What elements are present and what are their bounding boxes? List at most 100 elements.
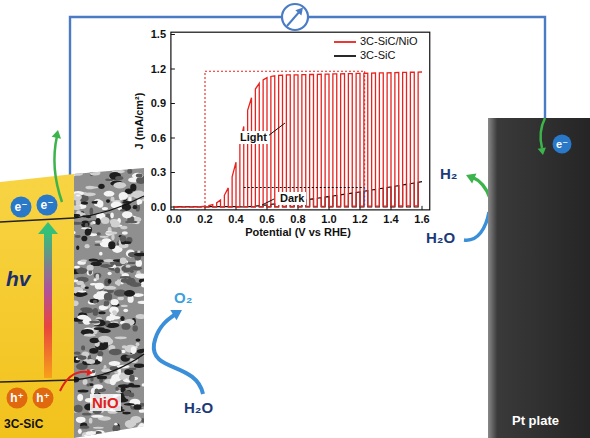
legend-text: 3C-SiC/NiO [360,36,417,47]
pt-plate: Pt plate e⁻ [488,118,590,438]
text-anchor: Pt plate [512,414,559,427]
charge-circle [11,197,32,218]
electron-symbol: e⁻ [40,199,53,211]
text-anchor: 0.0 [166,214,181,225]
axis-tick [171,69,175,70]
plot-frame [171,32,430,210]
text-anchor: e⁻ [10,196,32,218]
reactant-label: H₂O [426,230,455,245]
tick-label: 1.2 [352,214,367,225]
text-anchor: hv [6,268,31,289]
electron-symbol: e⁻ [556,139,568,150]
photoanode-block: 3C-SiC e⁻ e⁻ h⁺h⁺ NiO [0,168,144,438]
legend-sample [334,37,356,47]
arrow-head [170,305,185,320]
product-label: O₂ [174,290,192,305]
electron-flow-arrow [54,136,62,202]
ammeter-symbol [282,4,308,30]
wire-connector [70,17,545,175]
guide-line [244,187,365,188]
guide-line [364,187,365,207]
legend-line [334,55,356,57]
tick-label: 0.9 [151,98,166,109]
axis-tick [422,206,423,210]
axis-tick [171,138,175,139]
tick-label: 1.2 [151,64,166,75]
electron-symbol: e⁻ [14,201,27,213]
valence-band [0,380,74,382]
text-anchor: 0.8 [290,214,305,225]
semiconductor-face [0,174,74,438]
charge-circle [37,195,58,216]
condition-label: Dark [278,192,306,205]
text-anchor: J (mA/cm²) [134,93,145,150]
ammeter-circle [282,4,308,30]
hydrogen-evolution-arrows [464,170,490,240]
material-label: 3C-SiC [4,418,43,430]
text-anchor: 1.2 [151,64,166,75]
text-anchor: 1.2 [352,214,367,225]
product-label: H₂ [440,166,458,181]
arrow-head [52,129,63,139]
legend-line [334,41,356,43]
axis-tick [171,34,175,35]
jv-curve [174,72,422,207]
legend-item: 3C-SiC [334,50,395,61]
tick-label: 1.0 [321,214,336,225]
tick-label: 0.8 [290,214,305,225]
electrode-plate [488,118,590,438]
text-anchor: e⁻ [36,194,58,216]
material-label: NiO [90,394,121,411]
pt-plate-shape [488,118,590,438]
valence-band [74,354,144,380]
photon-energy-label: hv [6,268,31,289]
text-anchor: 0.6 [151,133,166,144]
tick-label: 1.4 [383,214,398,225]
text-anchor: O₂ [174,290,192,305]
reaction-arrow [464,212,489,240]
text-anchor: h⁺ [6,387,28,409]
text-anchor: NiO [90,394,121,411]
text-anchor: 1.5 [151,29,166,40]
text-anchor: Potential (V vs RHE) [245,227,351,238]
text-anchor: 0.2 [197,214,212,225]
hole-transfer-arrow [60,372,87,391]
text-anchor: Dark [278,192,306,205]
oxygen-evolution-arrow [154,305,203,394]
tick-label: 1.6 [414,214,429,225]
charge-circle [553,135,572,154]
tick-label: 0.6 [259,214,274,225]
tick-label: 0.3 [151,167,166,178]
guide-line [205,71,365,72]
leader-line [268,123,285,136]
electron-circle: e⁻ [36,194,58,216]
legend-text: 3C-SiC [360,50,395,61]
text-anchor: e⁻ [552,134,572,154]
electron-circle: e⁻ [552,134,572,154]
axis-tick [171,103,175,104]
arrow-head [464,170,477,184]
ammeter-needle [287,11,300,26]
text-anchor: Light [238,131,269,144]
arrow-head [87,369,94,377]
hole-circle: h⁺ [6,387,28,409]
text-anchor: H₂O [184,400,213,415]
text-anchor: 1.6 [414,214,429,225]
text-anchor: 3C-SiC [4,418,43,430]
tick-label: 0.0 [166,214,181,225]
arrow-head [538,147,547,155]
charge-circle [7,388,28,409]
text-anchor: h⁺ [32,387,54,409]
reactant-label: H₂O [184,400,213,415]
text-anchor: 1.0 [321,214,336,225]
electron-flow-arrow [541,118,545,148]
tick-label: 0.4 [228,214,243,225]
leader-line [262,199,274,205]
electron-circle: e⁻ [10,196,32,218]
excitation-arrow [44,232,52,378]
text-anchor: 1.4 [383,214,398,225]
text-anchor: 0.0 [151,202,166,213]
nio-layer: NiO [74,168,144,438]
arrow-head [38,222,58,234]
axis-title: Potential (V vs RHE) [245,227,351,238]
